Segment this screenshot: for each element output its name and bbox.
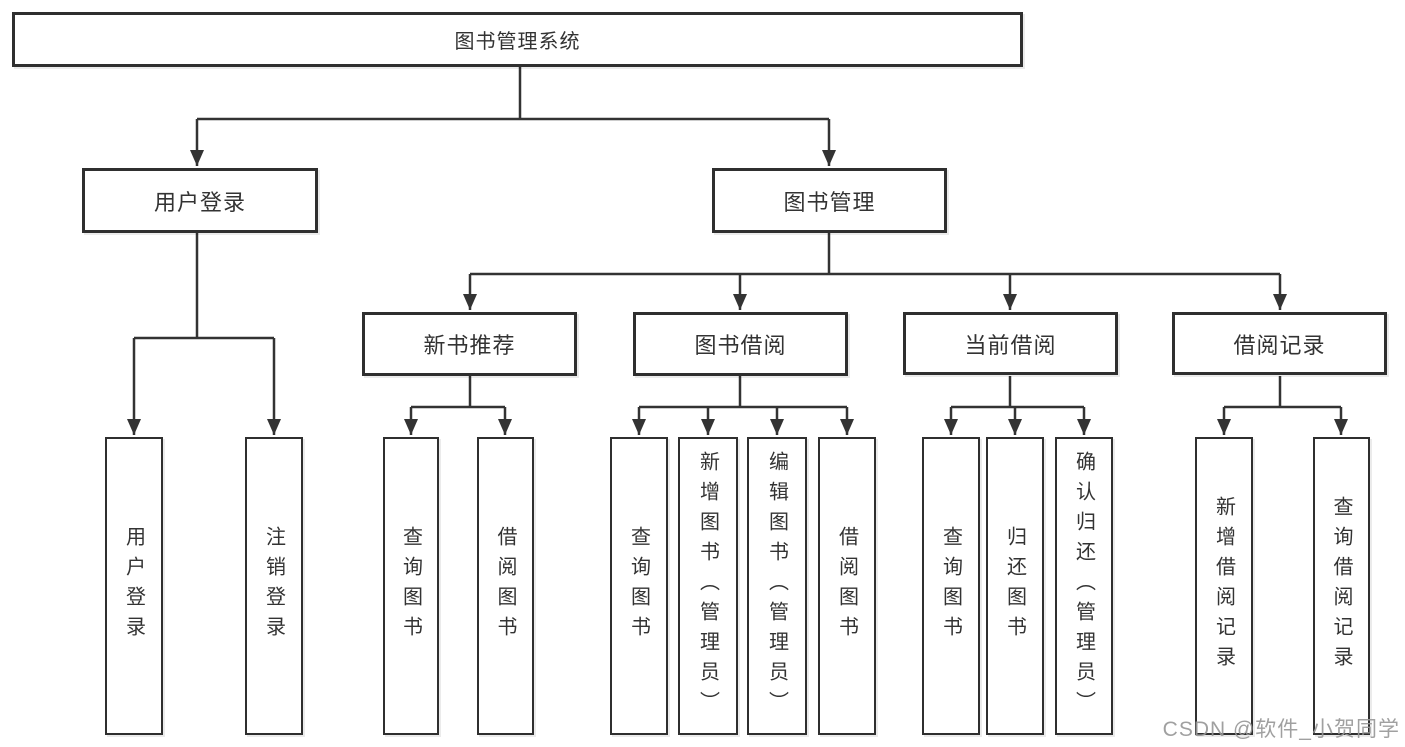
leaf-logout: 注销登录: [245, 437, 303, 735]
leaf-query-book-recommend: 查询图书: [383, 437, 439, 735]
leaf-label: 查询图书: [627, 526, 650, 646]
leaf-label: 查询图书: [399, 526, 422, 646]
leaf-borrow-book: 借阅图书: [818, 437, 876, 735]
leaf-user-login: 用户登录: [105, 437, 163, 735]
leaf-return-book: 归还图书: [986, 437, 1044, 735]
leaf-query-borrow-record: 查询借阅记录: [1313, 437, 1370, 735]
leaf-add-borrow-record: 新增借阅记录: [1195, 437, 1253, 735]
leaf-label: 用户登录: [122, 526, 145, 646]
leaf-label: 新增图书（管理员）: [696, 451, 719, 721]
node-new-book-recommend: 新书推荐: [362, 312, 577, 376]
leaf-borrow-book-recommend: 借阅图书: [477, 437, 534, 735]
leaf-label: 新增借阅记录: [1212, 496, 1235, 676]
leaf-label: 确认归还（管理员）: [1072, 451, 1095, 721]
leaf-query-book-current: 查询图书: [922, 437, 980, 735]
leaf-query-book-borrow: 查询图书: [610, 437, 668, 735]
leaf-add-book-admin: 新增图书（管理员）: [678, 437, 738, 735]
leaf-label: 查询图书: [939, 526, 962, 646]
csdn-watermark: CSDN @软件_小贺同学: [1162, 718, 1400, 741]
node-book-borrow: 图书借阅: [633, 312, 848, 376]
leaf-label: 归还图书: [1003, 526, 1026, 646]
leaf-label: 查询借阅记录: [1330, 496, 1352, 676]
node-user-login: 用户登录: [82, 168, 318, 233]
node-library-management-system: 图书管理系统: [12, 12, 1023, 67]
leaf-label: 借阅图书: [494, 526, 516, 646]
node-book-management: 图书管理: [712, 168, 947, 233]
leaf-confirm-return-admin: 确认归还（管理员）: [1055, 437, 1113, 735]
node-current-borrow: 当前借阅: [903, 312, 1118, 375]
leaf-label: 借阅图书: [835, 526, 858, 646]
node-borrow-records: 借阅记录: [1172, 312, 1387, 375]
leaf-label: 注销登录: [262, 526, 285, 646]
leaf-label: 编辑图书（管理员）: [765, 451, 788, 721]
leaf-edit-book-admin: 编辑图书（管理员）: [747, 437, 807, 735]
